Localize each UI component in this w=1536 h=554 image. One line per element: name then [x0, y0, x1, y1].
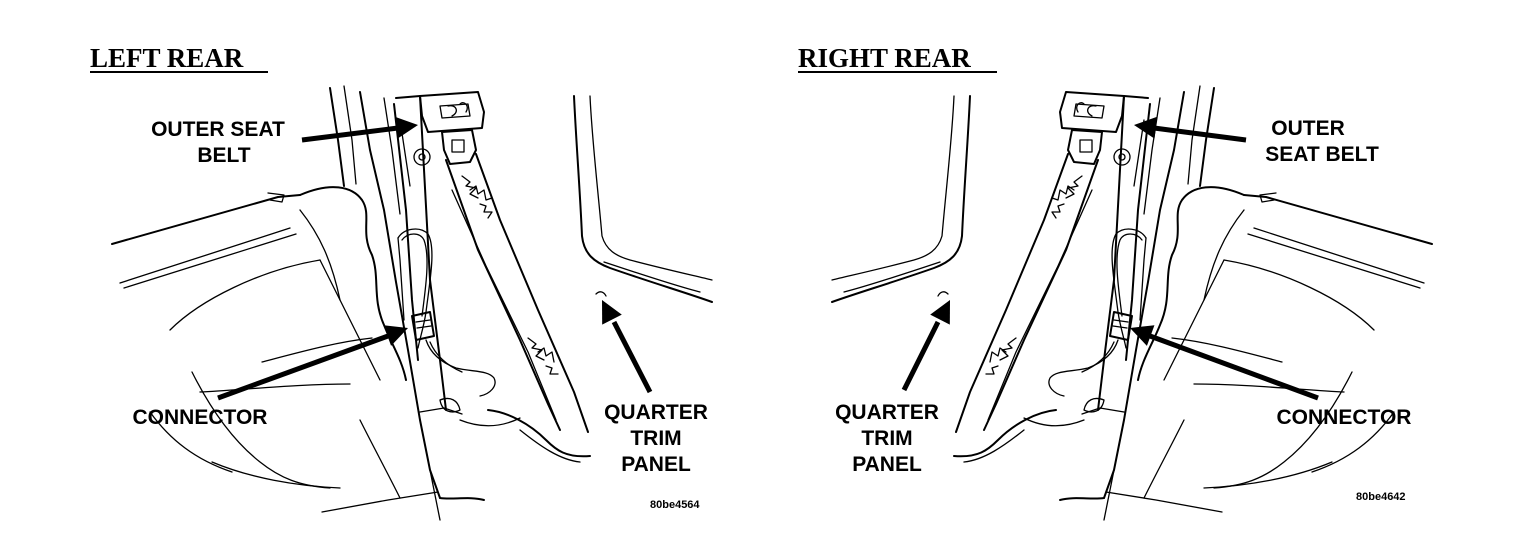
left-trim-label: TRIM [630, 427, 681, 450]
right-outer-seat-belt-label-1: OUTER [1271, 117, 1345, 140]
right-rear-view: RIGHT REAR OUTER SEAT BELT CONNECTOR QUA… [798, 43, 1433, 521]
left-quarter-trim-panel-arrow [592, 295, 653, 394]
right-quarter-label: QUARTER [835, 401, 939, 424]
right-connector-arrow [1126, 317, 1319, 401]
right-figure-id: 80be4642 [1356, 491, 1406, 503]
left-outer-seat-belt-arrow [301, 114, 420, 143]
right-trim-label: TRIM [861, 427, 912, 450]
left-outer-seat-belt-label-2: BELT [197, 144, 250, 167]
left-panel-label: PANEL [621, 453, 691, 476]
right-rear-title: RIGHT REAR [798, 43, 971, 73]
left-connector-label: CONNECTOR [133, 406, 268, 429]
left-quarter-label: QUARTER [604, 401, 708, 424]
right-quarter-trim-panel-arrow [901, 295, 960, 392]
right-outer-seat-belt-label-2: SEAT BELT [1265, 143, 1379, 166]
left-connector-arrow [217, 317, 412, 401]
right-connector-label: CONNECTOR [1277, 406, 1412, 429]
left-figure-id: 80be4564 [650, 499, 700, 511]
right-outer-seat-belt-arrow [1132, 114, 1247, 143]
right-panel-label: PANEL [852, 453, 922, 476]
left-rear-view: LEFT REAR OUTER SEAT BELT CONNECTOR QUAR… [90, 43, 713, 521]
left-outer-seat-belt-label-1: OUTER SEAT [151, 118, 285, 141]
left-rear-title: LEFT REAR [90, 43, 244, 73]
